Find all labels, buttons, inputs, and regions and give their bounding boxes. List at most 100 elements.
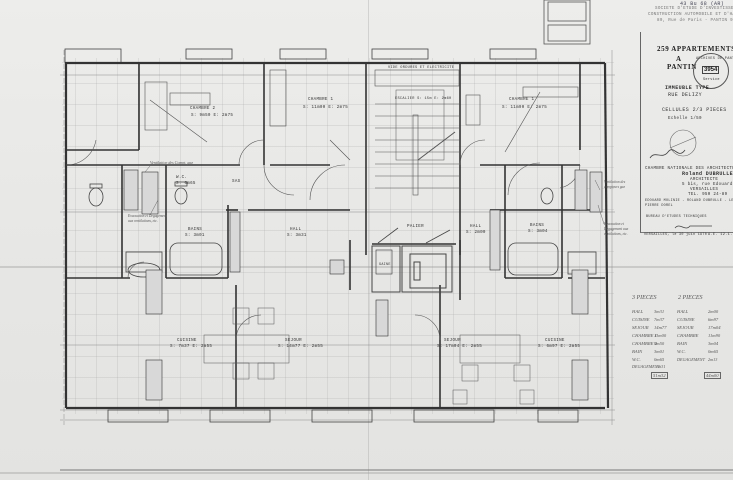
title-block — [640, 32, 733, 233]
room-cuisine-left-area: S: 7m37 E: 2m55 — [170, 345, 213, 349]
room-chambre1-right-name: CHAMBRE 1 — [509, 98, 535, 102]
scale-label: Echelle 1/50 — [668, 117, 702, 121]
area-row-value: 17m04 — [708, 325, 721, 330]
staircase — [374, 69, 460, 196]
street-name: RUE DELIZY — [668, 92, 703, 98]
area-row-room: CUISINE — [677, 317, 695, 322]
building-type: IMMEUBLE TYPE — [665, 85, 710, 91]
area-row-value: 3m31 — [654, 309, 665, 314]
archive-stamp — [693, 53, 729, 89]
room-sas: SAS — [232, 180, 241, 184]
annotation-evacuation-left: Evacuation et Degagement aux ventilation… — [128, 214, 167, 223]
area-row-value: 3m01 — [654, 349, 665, 354]
area-row-value: 14m77 — [654, 325, 667, 330]
palier-doors — [377, 227, 451, 244]
cells-title: CELLULES 2/3 PIECES — [662, 107, 727, 113]
area-row-room: CUISINE — [632, 317, 650, 322]
architect-partners: EDOUARD MOLINIE - ROLAND DUBRULLE - LEON… — [645, 199, 733, 203]
stair-title: VIDE ORDURES ET ELECTRICITE — [388, 66, 455, 70]
room-cuisine-right-name: CUISINE — [545, 339, 565, 343]
project-city: PANTIN — [667, 63, 697, 71]
area-row-value: 11m90 — [708, 333, 721, 338]
room-bains-left-area: S: 3m01 — [185, 234, 205, 238]
place-date: VERSAILLES, le 30 juin 1970 — [644, 233, 708, 237]
area-row-room: W.C. — [632, 357, 641, 362]
area-row-room: CHAMBRE 2 — [632, 341, 657, 346]
room-hall-right-name: HALL — [470, 225, 482, 229]
room-cuisine-left-name: CUISINE — [177, 339, 197, 343]
stamp-bottom: Service — [703, 78, 720, 82]
room-cuisine-right-area: S: 6m97 E: 2m55 — [538, 345, 581, 349]
bottom-balconies — [107, 409, 579, 423]
area-row-value: 3m04 — [708, 341, 719, 346]
architect-address: 5 bis, rue Edouard Charton — [682, 183, 733, 187]
area-row-room: CHAMBRE — [677, 333, 699, 338]
room-bains-right-area: S: 3m04 — [528, 230, 548, 234]
area-table-3p-title: 3 PIECES — [632, 295, 657, 301]
area-row-room: BAIN — [677, 341, 688, 346]
area-row-value: 9m50 — [654, 341, 665, 346]
room-chambre2-area: S: 9m50 E: 2m75 — [191, 114, 234, 118]
annotation-ventilation-right: Ventilation des compteurs gaz — [604, 180, 626, 189]
exterior-walls — [64, 61, 610, 410]
room-sejour-right-area: S: 17m04 E: 2m55 — [437, 345, 483, 349]
area-row-room: DEGAGEMENT — [632, 364, 660, 369]
architect-role: ARCHITECTE — [690, 178, 719, 182]
wc-fixtures — [88, 181, 554, 207]
architect-phone: TEL. 950 24-89 — [688, 193, 728, 197]
area-row-room: HALL — [677, 309, 689, 314]
fold-line — [0, 472, 733, 474]
project-title: 259 APPARTEMENTS — [657, 45, 733, 53]
gaine-label: GAINE — [379, 263, 391, 267]
area-row-value: 0m65 — [654, 357, 665, 362]
room-chambre1-left-area: S: 11m00 E: 2m75 — [303, 106, 349, 110]
construction-grid — [62, 58, 614, 414]
palier-label: PALIER — [407, 225, 424, 229]
architects-chamber: CHAMBRE NATIONALE DES ARCHITECTES — [645, 167, 733, 171]
room-hall-left-name: HALL — [290, 228, 302, 232]
area-row-value: 2m13 — [708, 357, 718, 362]
bureau-etudes: BUREAU D'ETUDES TECHNIQUES — [646, 215, 707, 219]
area-table-2p-title: 2 PIECES — [678, 295, 703, 301]
company-line-2: CONSTRUCTION AUTOMOBILE ET D'HABITATION — [648, 13, 733, 17]
area-row-value: 0m65 — [708, 349, 719, 354]
stamp-number: 3954 — [702, 66, 720, 74]
room-wc-area: S: 0m65 — [176, 182, 196, 186]
area-row-room: DEGAGEMENT — [677, 357, 705, 362]
area-row-room: SEJOUR — [677, 325, 694, 330]
room-chambre2-name: CHAMBRE 2 — [190, 107, 216, 111]
room-sejour-left-name: SEJOUR — [285, 339, 302, 343]
shaft-outline — [543, 0, 591, 45]
room-bains-right-name: BAINS — [530, 224, 545, 228]
area-row-value: 2m00 — [708, 309, 719, 314]
area-row-value: 11m00 — [654, 333, 667, 338]
furniture-outlines — [203, 307, 535, 405]
drawing-reference: A.E. 12.1.7 — [708, 233, 733, 237]
area-row-room: BAIN — [632, 349, 643, 354]
meter-boxes — [123, 169, 603, 401]
project-title-a: A — [676, 55, 682, 63]
area-row-room: HALL — [632, 309, 644, 314]
room-hall-right-area: S: 2m00 — [466, 231, 486, 235]
elevator — [371, 245, 453, 293]
area-total-3p: 51m32 — [651, 372, 668, 379]
room-bains-left-name: BAINS — [188, 228, 203, 232]
architect-name: Roland DUBRULLE — [682, 171, 733, 177]
room-sejour-left-area: S: 14m77 E: 2m55 — [278, 345, 324, 349]
room-hall-left-area: S: 3m31 — [287, 234, 307, 238]
area-row-value: 1m31 — [656, 364, 666, 369]
engineer-name: PIERRE DOREL — [645, 204, 674, 208]
stair-label: ESCALIER S: 15m E: 2m60 — [395, 97, 452, 101]
area-row-value: 7m37 — [654, 317, 665, 322]
stamp-top: ARCHIVES DE PANTIN — [696, 57, 733, 61]
area-row-value: 6m97 — [708, 317, 719, 322]
room-chambre1-left-name: CHAMBRE 1 — [308, 98, 334, 102]
area-total-2p: 44m00 — [704, 372, 721, 379]
door-swings — [65, 139, 581, 341]
wardrobe-marks — [144, 69, 579, 161]
area-row-room: CHAMBRE 1 — [632, 333, 657, 338]
annotation-ventilation-left: Ventilation des Compt. gaz — [150, 160, 193, 165]
area-row-room: W.C. — [677, 349, 686, 354]
company-line-3: 89, Rue de Paris - PANTIN 93 — [657, 19, 733, 23]
